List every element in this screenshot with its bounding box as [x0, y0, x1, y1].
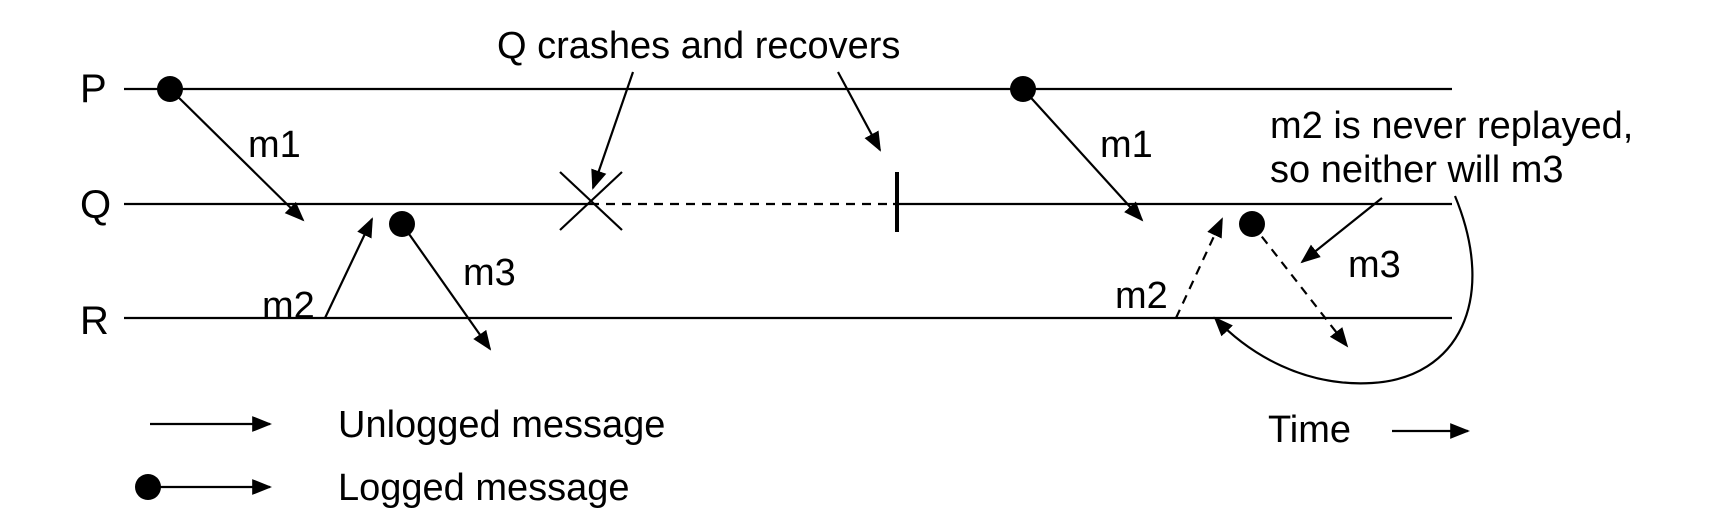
m1-replay-label: m1	[1100, 124, 1153, 166]
crash-annotation: Q crashes and recovers	[497, 25, 900, 67]
crash-pointer-arrow	[591, 71, 635, 190]
note-pointer-arrow	[1300, 197, 1383, 264]
process-label-q: Q	[80, 183, 111, 227]
m1-arrow	[169, 88, 305, 222]
note-curved-arrow	[1213, 195, 1474, 385]
process-label-p: P	[80, 67, 107, 111]
m3-replay-label: m3	[1348, 244, 1401, 286]
m1-label: m1	[248, 124, 301, 166]
time-label: Time	[1268, 409, 1351, 451]
m2-replay-label: m2	[1115, 275, 1168, 317]
m2-label: m2	[262, 285, 315, 327]
crash-marker-icon	[559, 171, 623, 231]
m3-label: m3	[463, 252, 516, 294]
m2-arrow	[324, 217, 373, 319]
m1-replay-arrow	[1022, 88, 1144, 222]
note-line-2: so neither will m3	[1270, 149, 1564, 191]
legend-logged-label: Logged message	[338, 467, 630, 509]
process-label-r: R	[80, 299, 109, 343]
note-line-1: m2 is never replayed,	[1270, 105, 1633, 147]
recovery-pointer-arrow	[837, 71, 881, 152]
m3-replay-arrow	[1251, 223, 1349, 348]
legend-unlogged-label: Unlogged message	[338, 404, 665, 446]
m2-replay-arrow	[1175, 217, 1223, 319]
m3-arrow	[401, 223, 492, 351]
